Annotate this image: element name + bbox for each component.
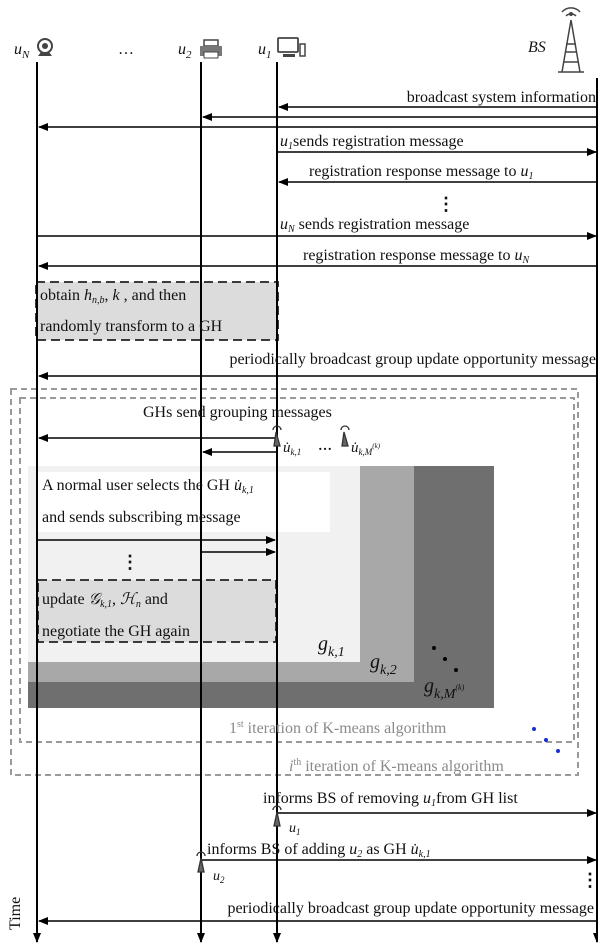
label-inform-add: informs BS of adding u2 as GH u̇k,1	[207, 841, 431, 860]
label-u1-gh: u1	[289, 821, 301, 837]
first-iteration-box	[19, 397, 575, 743]
printer-icon	[200, 39, 222, 59]
base-station-icon	[558, 7, 584, 73]
antenna-icon	[272, 425, 282, 447]
message-arrows	[37, 103, 597, 925]
svg-text:gk,1: gk,1	[318, 633, 345, 660]
svg-text:negotiate the GH again: negotiate the GH again	[42, 623, 190, 640]
label-u2-gh: u2	[213, 869, 225, 885]
svg-text:u2: u2	[178, 41, 192, 61]
blue-dots	[532, 727, 560, 753]
label-periodic-top: periodically broadcast group update oppo…	[229, 351, 596, 368]
label-ith-iteration: ith iteration of K-means algorithm	[289, 757, 504, 775]
svg-text:gk,2: gk,2	[370, 651, 397, 678]
svg-text:uN sends registration message: uN sends registration message	[280, 216, 469, 235]
svg-text:update 𝒢k,1, ℋn and: update 𝒢k,1, ℋn and	[42, 591, 168, 610]
svg-text:informs BS of removing u1from: informs BS of removing u1from GH list	[263, 790, 518, 809]
svg-text:uN: uN	[14, 41, 30, 61]
gh-ellipsis: …	[318, 439, 332, 454]
entity-bs: BS	[528, 39, 546, 56]
normal-user-textbox	[36, 472, 330, 532]
obtain-box-text: obtain hn,b, k , and then randomly trans…	[40, 287, 223, 335]
svg-text:u̇k,M(k): u̇k,M(k)	[351, 440, 381, 457]
svg-text:and sends subscribing message: and sends subscribing message	[42, 509, 241, 526]
svg-text:registration response message: registration response message to uN	[303, 247, 531, 266]
vertical-ellipsis-2: ⋮	[121, 552, 139, 572]
antenna-icon	[340, 425, 350, 447]
ith-iteration-box	[10, 388, 579, 776]
svg-text:ith iteration of K-means algor: ith iteration of K-means algorithm	[289, 757, 504, 775]
vertical-ellipsis-3: ⋮	[581, 870, 598, 890]
label-uN-registration: uN sends registration message	[280, 216, 469, 235]
vertical-ellipsis-1: ⋮	[437, 194, 455, 214]
antenna-icon	[272, 805, 282, 827]
webcam-icon	[37, 38, 53, 56]
svg-text:u1: u1	[289, 821, 301, 837]
entity-ellipsis: …	[118, 41, 134, 58]
svg-text:registration response message: registration response message to u1	[309, 163, 534, 182]
svg-text:A normal user selects the GH u: A normal user selects the GH u̇k,1	[42, 477, 254, 496]
label-gh-send: GHs send grouping messages	[143, 404, 332, 421]
update-box-text: update 𝒢k,1, ℋn and negotiate the GH aga…	[42, 591, 190, 640]
entity-u1: u1	[258, 41, 272, 61]
svg-text:gk,M(k): gk,M(k)	[424, 675, 465, 702]
label-periodic-bottom: periodically broadcast group update oppo…	[227, 900, 594, 917]
svg-text:u1sends registration message: u1sends registration message	[280, 133, 464, 152]
label-gkM: gk,M(k)	[424, 675, 465, 702]
entity-uN: uN	[14, 41, 30, 61]
label-inform-remove: informs BS of removing u1from GH list	[263, 790, 518, 809]
label-udot-k1: u̇k,1	[283, 440, 301, 457]
svg-text:u̇k,1: u̇k,1	[283, 440, 301, 457]
svg-text:obtain hn,b, k , and then: obtain hn,b, k , and then	[40, 287, 186, 306]
label-gk2: gk,2	[370, 651, 397, 678]
antenna-icon	[196, 851, 206, 873]
label-u1-registration: u1sends registration message	[280, 133, 464, 152]
label-response-uN: registration response message to uN	[303, 247, 531, 266]
svg-text:1st iteration of K-means algor: 1st iteration of K-means algorithm	[229, 719, 447, 737]
label-broadcast: broadcast system information	[407, 89, 596, 106]
obtain-box	[35, 281, 279, 341]
label-response-u1: registration response message to u1	[309, 163, 534, 182]
label-first-iteration: 1st iteration of K-means algorithm	[229, 719, 447, 737]
label-gk1: gk,1	[318, 633, 345, 660]
svg-text:u2: u2	[213, 869, 225, 885]
entity-u2: u2	[178, 41, 192, 61]
label-udot-kM: u̇k,M(k)	[351, 440, 381, 457]
svg-text:informs BS of adding u2 as GH: informs BS of adding u2 as GH u̇k,1	[207, 841, 431, 860]
time-axis-label: Time	[7, 897, 24, 930]
svg-text:u1: u1	[258, 41, 272, 61]
svg-text:randomly transform to a GH: randomly transform to a GH	[40, 318, 223, 335]
computer-icon	[277, 37, 306, 57]
normal-user-text: A normal user selects the GH u̇k,1 and s…	[42, 477, 254, 526]
panel-dots	[432, 646, 458, 672]
